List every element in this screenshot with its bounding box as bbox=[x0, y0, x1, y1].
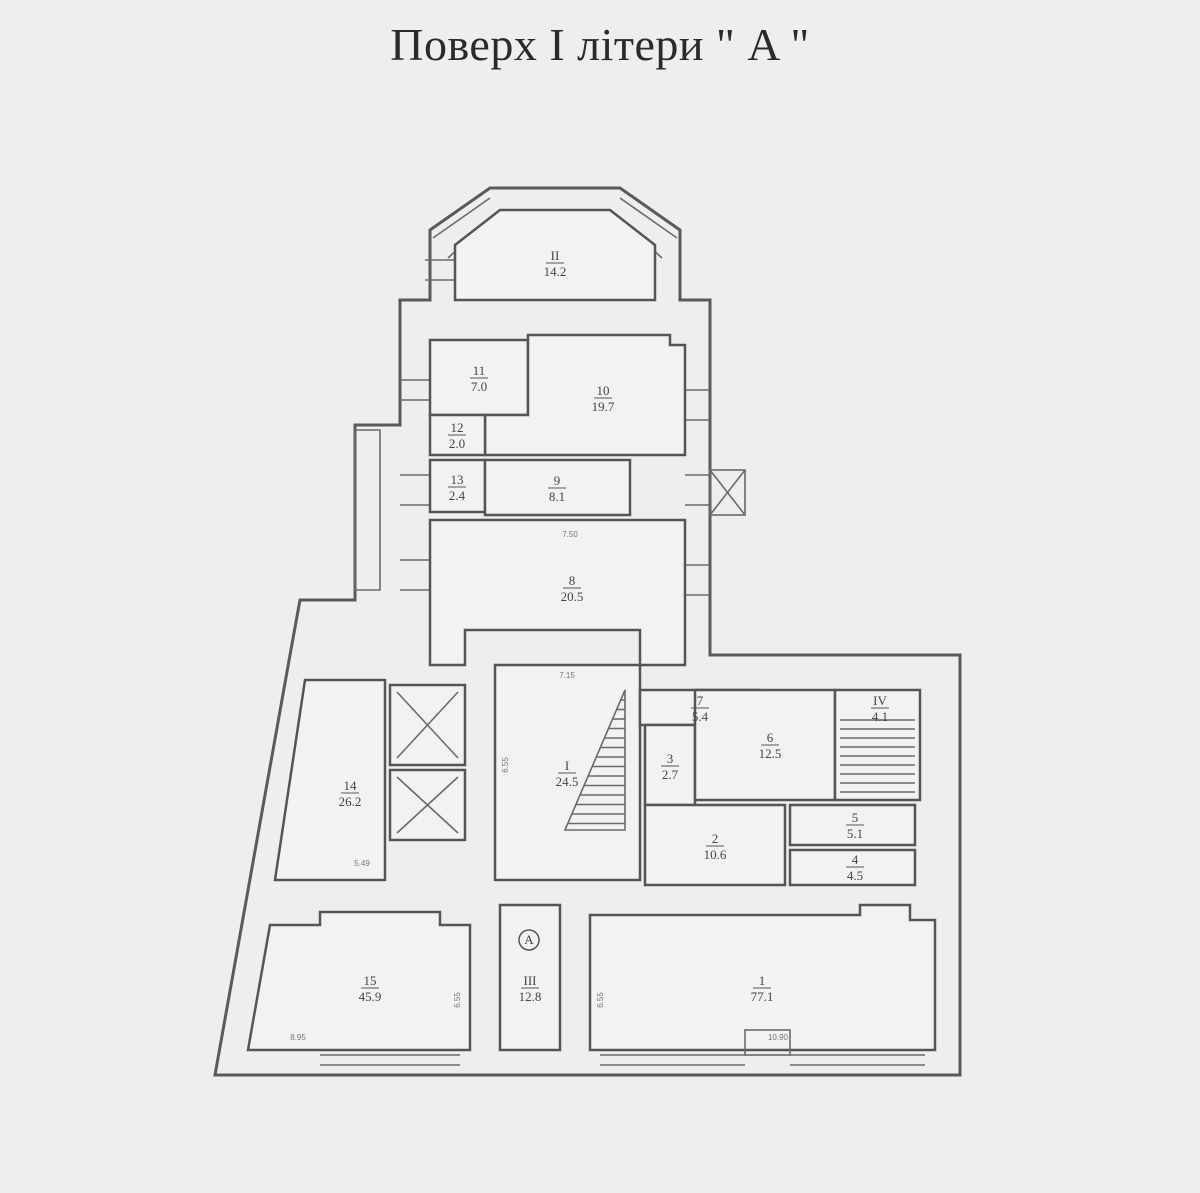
room-area: 14.2 bbox=[544, 264, 567, 279]
room-number: 2 bbox=[712, 831, 719, 846]
room-number: 1 bbox=[759, 973, 766, 988]
room-area: 4.1 bbox=[872, 709, 888, 724]
room-area: 5.4 bbox=[692, 709, 709, 724]
room-number: 3 bbox=[667, 751, 674, 766]
room-1 bbox=[588, 903, 937, 1052]
exterior-walls bbox=[213, 186, 962, 1077]
room-number: 8 bbox=[569, 573, 576, 588]
room-10 bbox=[483, 333, 687, 457]
room-number: 7 bbox=[697, 693, 704, 708]
room-area: 45.9 bbox=[359, 989, 382, 1004]
entrance-marker bbox=[518, 929, 540, 951]
dimension-1-vertical: 6.55 bbox=[596, 992, 605, 1008]
dimension-14: 5.49 bbox=[354, 859, 370, 868]
room-area: 26.2 bbox=[339, 794, 362, 809]
dimension-8: 7.50 bbox=[562, 530, 578, 539]
room-III bbox=[498, 903, 562, 1052]
plan-title: Поверх I літери " A " bbox=[390, 19, 810, 70]
room-area: 24.5 bbox=[556, 774, 579, 789]
room-area: 7.0 bbox=[471, 379, 487, 394]
dimension-I: 7.15 bbox=[559, 671, 575, 680]
room-number: II bbox=[551, 248, 560, 263]
room-number: 4 bbox=[852, 852, 859, 867]
bay-windows bbox=[400, 197, 746, 596]
stair-steps-IV bbox=[840, 719, 915, 793]
room-area: 2.0 bbox=[449, 436, 465, 451]
elevator-shafts bbox=[388, 683, 467, 842]
room-area: 12.5 bbox=[759, 746, 782, 761]
room-number: 15 bbox=[364, 973, 377, 988]
room-13 bbox=[428, 458, 487, 514]
dimension-I-vertical: 6.55 bbox=[501, 757, 510, 773]
stair-steps bbox=[567, 699, 625, 825]
room-8 bbox=[428, 518, 687, 667]
room-area: 5.1 bbox=[847, 826, 863, 841]
room-area: 2.4 bbox=[449, 488, 466, 503]
staircase bbox=[563, 689, 626, 831]
room-number: IV bbox=[873, 693, 887, 708]
entrance-marker-label: A bbox=[524, 932, 534, 947]
room-area: 20.5 bbox=[561, 589, 584, 604]
room-2 bbox=[643, 803, 787, 887]
room-area: 8.1 bbox=[549, 489, 565, 504]
room-15 bbox=[246, 910, 472, 1052]
room-number: 13 bbox=[451, 472, 464, 487]
room-number: 12 bbox=[451, 420, 464, 435]
room-number: 5 bbox=[852, 810, 859, 825]
room-14 bbox=[273, 678, 387, 882]
room-area: 2.7 bbox=[662, 767, 679, 782]
room-area: 19.7 bbox=[592, 399, 615, 414]
dimension-1: 10.90 bbox=[768, 1033, 789, 1042]
room-number: III bbox=[524, 973, 537, 988]
room-number: 10 bbox=[597, 383, 610, 398]
room-number: I bbox=[565, 758, 569, 773]
room-number: 9 bbox=[554, 473, 561, 488]
room-number: 14 bbox=[344, 778, 358, 793]
room-II bbox=[453, 208, 657, 302]
dimension-15-vertical: 6.55 bbox=[453, 992, 462, 1008]
room-area: 12.8 bbox=[519, 989, 542, 1004]
bottom-windows bbox=[320, 1029, 925, 1066]
room-area: 10.6 bbox=[704, 847, 727, 862]
dimension-15: 8.95 bbox=[290, 1033, 306, 1042]
room-area: 77.1 bbox=[751, 989, 774, 1004]
room-number: 6 bbox=[767, 730, 774, 745]
room-number: 11 bbox=[473, 363, 486, 378]
room-area: 4.5 bbox=[847, 868, 863, 883]
